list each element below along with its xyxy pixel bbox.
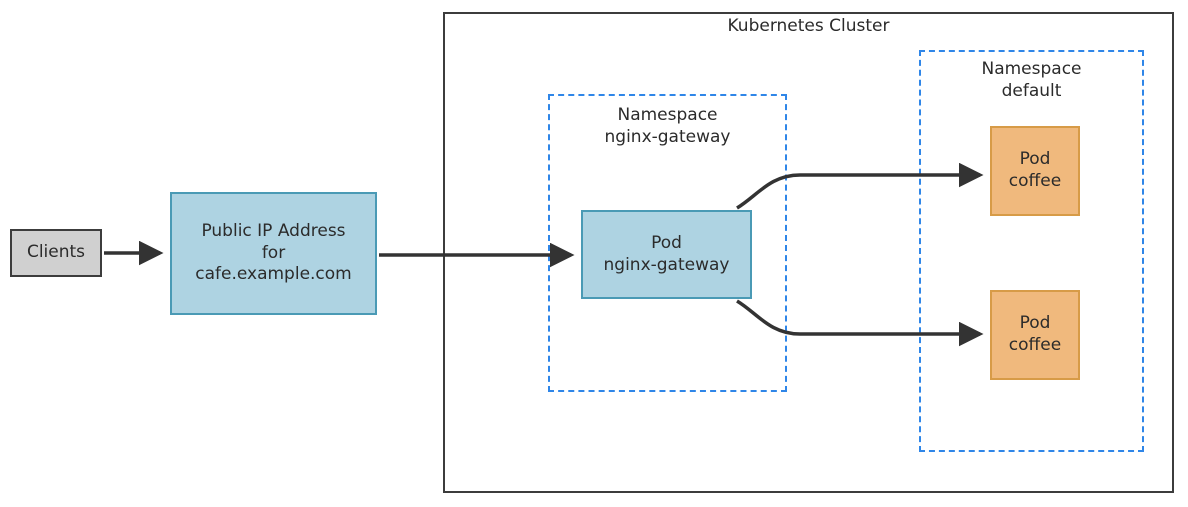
node-pod-nginx-gateway[interactable]: Pod nginx-gateway — [581, 210, 752, 299]
kubernetes-cluster-label: Kubernetes Cluster — [727, 16, 890, 36]
node-pod-coffee-1[interactable]: Pod coffee — [990, 126, 1080, 216]
node-pod-coffee-2[interactable]: Pod coffee — [990, 290, 1080, 380]
kubernetes-cluster-boundary — [443, 12, 1174, 493]
namespace-nginx-gateway-label: Namespace nginx-gateway — [604, 105, 731, 148]
node-public-ip-address[interactable]: Public IP Address for cafe.example.com — [170, 192, 377, 315]
node-clients[interactable]: Clients — [10, 229, 102, 277]
namespace-nginx-gateway-boundary — [548, 94, 787, 392]
namespace-default-label: Namespace default — [981, 59, 1082, 102]
namespace-default-boundary — [919, 50, 1144, 452]
